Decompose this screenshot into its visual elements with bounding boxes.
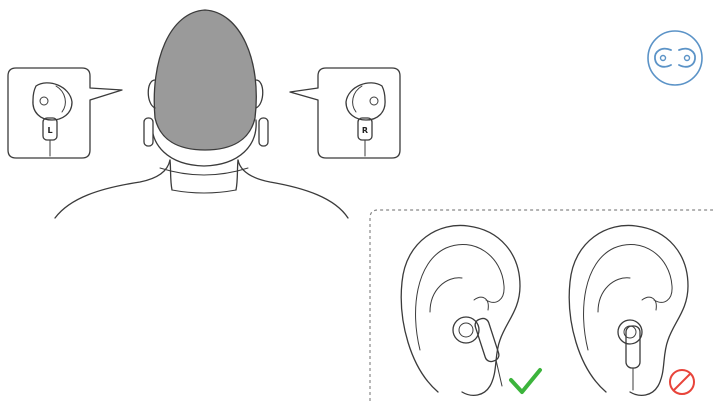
right-earbud: R <box>346 83 385 156</box>
right-earbud-callout: R <box>290 68 400 158</box>
earbud-pair-icon <box>648 31 702 85</box>
right-label: R <box>362 126 368 135</box>
left-earbud-callout: L <box>8 68 122 158</box>
prohibited-icon <box>670 370 694 394</box>
correct-fit-ear <box>401 225 520 395</box>
head <box>154 10 256 150</box>
right-inline-controller <box>259 118 268 146</box>
left-inline-controller <box>144 118 153 146</box>
fit-comparison-panel <box>370 210 713 401</box>
left-label: L <box>47 126 52 135</box>
check-icon <box>511 370 540 392</box>
incorrect-fit-ear <box>569 225 688 395</box>
left-earbud: L <box>33 83 72 156</box>
person-back-view <box>55 10 348 218</box>
